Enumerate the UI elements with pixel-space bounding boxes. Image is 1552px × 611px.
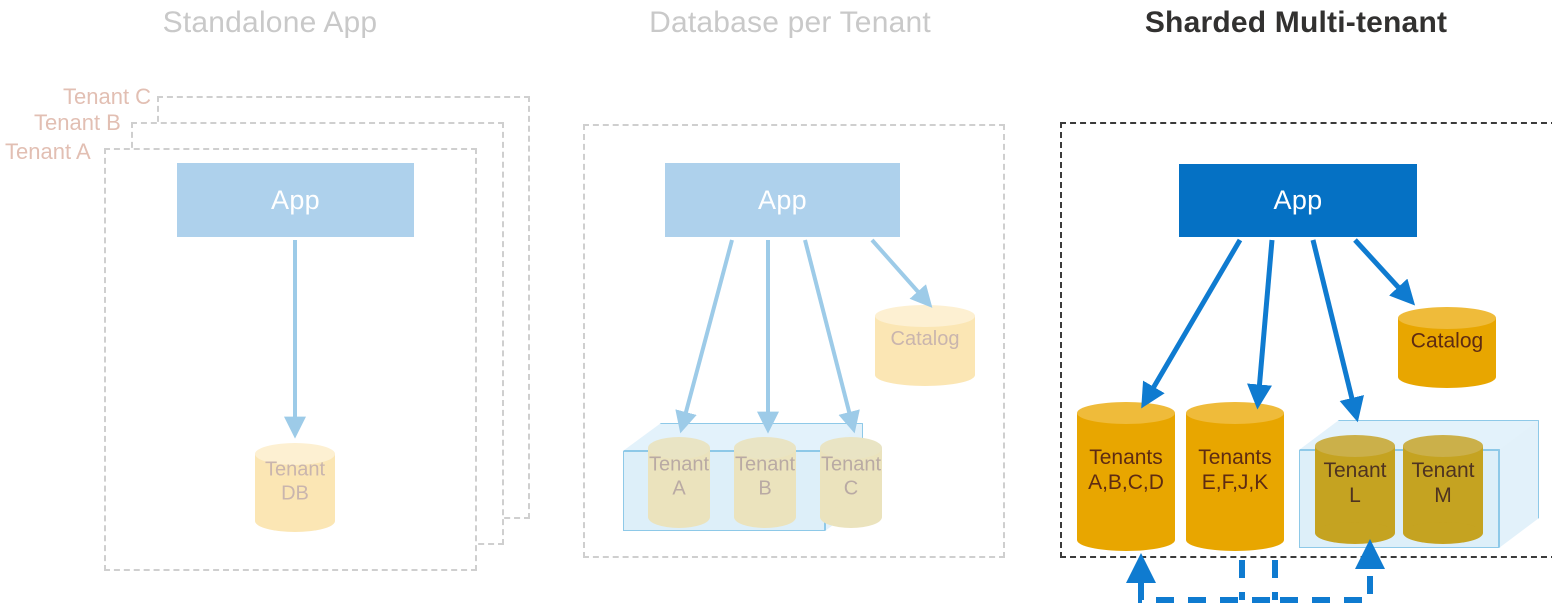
panel-sharded-multi-tenant: Sharded Multi-tenant App Catalog Tenants… xyxy=(1040,0,1552,611)
shard-cylinder-label: Tenant M xyxy=(1411,459,1475,507)
tenant-label-c: Tenant C xyxy=(63,84,152,109)
cylinder-body xyxy=(820,448,882,517)
cylinder-bottom xyxy=(875,364,975,386)
panel-standalone-app: Standalone App Tenant C Tenant B Tenant … xyxy=(0,0,540,611)
cylinder-body xyxy=(1403,446,1483,533)
app-box-label: App xyxy=(758,184,807,215)
cylinder-body xyxy=(1077,413,1175,540)
cylinder-body xyxy=(648,448,710,517)
db-cylinder-label: Tenant B xyxy=(734,453,796,499)
shard-cylinder-efjk[interactable]: Tenants E,F,J,K xyxy=(1186,402,1284,551)
cylinder-bottom xyxy=(1398,366,1496,388)
shard-cylinder-tenant-m[interactable]: Tenant M xyxy=(1403,435,1483,544)
dbpertenant-boundary xyxy=(583,124,1005,558)
cylinder-bottom xyxy=(1186,529,1284,551)
app-box-dbpertenant[interactable]: App xyxy=(665,163,900,237)
cylinder-top xyxy=(1077,402,1175,424)
cylinder-top xyxy=(1186,402,1284,424)
db-cylinder-tenant-db[interactable]: Tenant DB xyxy=(255,443,335,532)
cylinder-top xyxy=(820,437,882,459)
app-box-sharded[interactable]: App xyxy=(1179,164,1417,237)
cylinder-top xyxy=(255,443,335,465)
shard-cylinder-abcd[interactable]: Tenants A,B,C,D xyxy=(1077,402,1175,551)
cylinder-bottom xyxy=(648,506,710,528)
cylinder-top xyxy=(875,305,975,327)
shard-cylinder-tenant-l[interactable]: Tenant L xyxy=(1315,435,1395,544)
db-cylinder-tenant-c[interactable]: Tenant C xyxy=(820,437,882,528)
cylinder-bottom xyxy=(1077,529,1175,551)
cylinder-bottom xyxy=(734,506,796,528)
db-cylinder-tenant-b[interactable]: Tenant B xyxy=(734,437,796,528)
app-box-label: App xyxy=(1273,185,1323,215)
panel-title-standalone: Standalone App xyxy=(162,6,378,39)
tenant-label-a: Tenant A xyxy=(5,139,91,164)
cylinder-bottom xyxy=(1315,522,1395,544)
app-box-label: App xyxy=(271,184,320,215)
panel-database-per-tenant: Database per Tenant App Catalog Tenant A… xyxy=(540,0,1040,611)
db-cylinder-label: Tenant A xyxy=(648,453,710,499)
cylinder-body xyxy=(255,454,335,521)
db-cylinder-tenant-a[interactable]: Tenant A xyxy=(648,437,710,528)
cylinder-top xyxy=(1315,435,1395,457)
cylinder-body xyxy=(1186,413,1284,540)
shard-cylinder-label: Tenants E,F,J,K xyxy=(1198,446,1272,494)
catalog-label: Catalog xyxy=(1410,329,1484,353)
cylinder-body xyxy=(734,448,796,517)
app-box-standalone[interactable]: App xyxy=(177,163,414,237)
tenant-label-b: Tenant B xyxy=(34,110,121,135)
cylinder-bottom xyxy=(820,506,882,528)
catalog-cylinder-dbpertenant[interactable]: Catalog xyxy=(875,305,975,386)
shard-cylinder-label: Tenant L xyxy=(1323,459,1387,507)
cylinder-top xyxy=(1398,307,1496,329)
db-cylinder-label: Tenant DB xyxy=(264,458,326,504)
catalog-cylinder-sharded[interactable]: Catalog xyxy=(1398,307,1496,388)
cylinder-bottom xyxy=(255,510,335,532)
db-cylinder-label: Tenant C xyxy=(820,453,882,499)
cylinder-top xyxy=(734,437,796,459)
cylinder-bottom xyxy=(1403,522,1483,544)
shard-cylinder-label: Tenants A,B,C,D xyxy=(1088,446,1164,494)
panel-title-sharded: Sharded Multi-tenant xyxy=(1144,6,1448,39)
catalog-label: Catalog xyxy=(890,328,960,351)
cylinder-top xyxy=(648,437,710,459)
cylinder-top xyxy=(1403,435,1483,457)
cylinder-body xyxy=(1315,446,1395,533)
panel-title-database-per-tenant: Database per Tenant xyxy=(649,6,931,39)
